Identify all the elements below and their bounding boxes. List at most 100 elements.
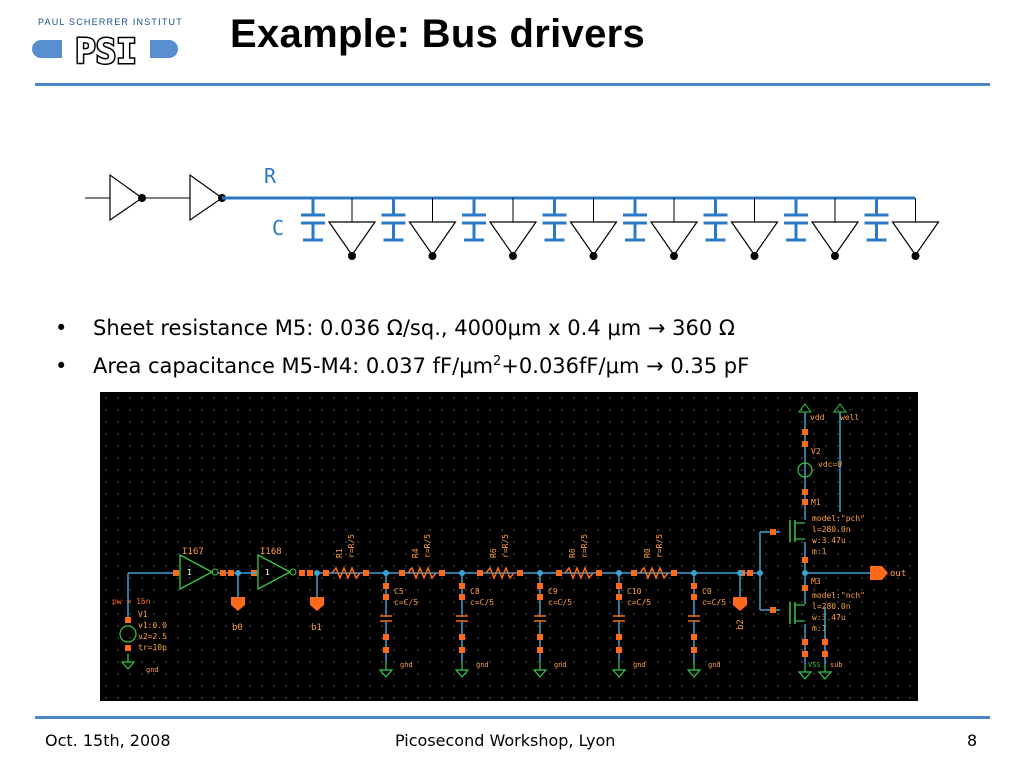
label-c: C [272, 216, 284, 240]
v2-name: V2 [811, 447, 821, 456]
bullet-area-capacitance: • Area capacitance M5-M4: 0.037 fF/μm2+0… [55, 345, 749, 383]
pin [459, 634, 465, 640]
inverter-name: I168 [260, 547, 282, 557]
source-v2: v2=2.5 [138, 632, 167, 641]
pin [459, 583, 465, 589]
receiver-output-dot [509, 252, 517, 260]
cap-name: C10 [627, 587, 642, 596]
pin [596, 570, 602, 576]
receiver-output-dot [831, 252, 839, 260]
pin [691, 634, 697, 640]
inverter-name: I167 [182, 547, 204, 557]
receiver-gate [730, 221, 779, 257]
page-number: 8 [967, 731, 978, 750]
m1-l: l=280.0n [812, 525, 851, 534]
pin [307, 570, 313, 576]
resistor-value: r=R/5 [423, 534, 432, 558]
pin [537, 594, 543, 600]
bullet-dot: • [55, 316, 68, 340]
pin [459, 594, 465, 600]
cap-name: C0 [702, 587, 712, 596]
inverter-icon [257, 553, 292, 591]
pin [556, 570, 562, 576]
pin-b0-label: b0 [232, 623, 243, 633]
pin-b1-label: b1 [311, 623, 322, 633]
bullet-dot: • [55, 354, 68, 378]
resistor-value: r=R/5 [655, 534, 664, 558]
resistor-value: r=R/5 [347, 534, 356, 558]
resistor-name: R1 [335, 548, 344, 558]
inverter-bubble [289, 568, 297, 576]
source-icon [119, 625, 137, 643]
cap-name: C9 [548, 587, 558, 596]
pin [691, 647, 697, 653]
ground-icon [686, 669, 702, 678]
pin [220, 570, 226, 576]
header-rule [35, 83, 990, 86]
pin [363, 570, 369, 576]
out-label: out [890, 569, 906, 579]
receiver-output-dot [750, 252, 759, 260]
bullet-sheet-resistance: • Sheet resistance M5: 0.036 Ω/sq., 4000… [55, 311, 749, 345]
vss-label: VSS [808, 661, 821, 669]
pin [383, 583, 389, 589]
ground-icon [378, 669, 394, 678]
m3-model: model:"nch" [812, 591, 865, 600]
footer-date: Oct. 15th, 2008 [45, 731, 171, 750]
pin [125, 645, 131, 651]
receiver-gate [488, 221, 538, 257]
pin [299, 570, 305, 576]
footer-rule [35, 716, 990, 719]
inverter-icon [179, 553, 214, 591]
resistor-name: R6 [489, 548, 498, 558]
bus-diagram: RC [85, 164, 940, 260]
pin [517, 570, 523, 576]
logo-mark: PSI [75, 32, 136, 72]
receiver-gate [810, 221, 860, 257]
resistor-icon [564, 565, 594, 581]
pin-b0-icon [231, 597, 245, 611]
v2-source-icon [797, 462, 813, 478]
pin [459, 647, 465, 653]
receiver-output-dot [911, 252, 920, 260]
resistor-icon [639, 565, 669, 581]
vdd-label: vdd [810, 413, 825, 422]
pin-b2-icon [733, 597, 747, 611]
ground-icon [120, 661, 136, 670]
pin [802, 489, 808, 495]
pin [323, 570, 329, 576]
resistor-value: r=R/5 [501, 534, 510, 558]
receiver-output-dot [589, 252, 598, 260]
receiver-output-dot [348, 252, 356, 260]
pin [671, 570, 677, 576]
ground-label: gnd [708, 661, 721, 669]
inverter-bubble [211, 568, 219, 576]
ground-label: gnd [633, 661, 646, 669]
resistor-icon [331, 565, 361, 581]
pin [802, 429, 808, 435]
bullet-list: • Sheet resistance M5: 0.036 Ω/sq., 4000… [55, 311, 749, 383]
ground-icon [817, 671, 833, 680]
receiver-output-dot [670, 252, 678, 260]
ground-icon [611, 669, 627, 678]
bullet-text: Sheet resistance M5: 0.036 Ω/sq., 4000μm… [93, 316, 735, 340]
sub-label: sub [830, 661, 843, 669]
out-pin-icon [870, 566, 888, 580]
node-dot [138, 194, 146, 202]
pin [383, 594, 389, 600]
pin [477, 570, 483, 576]
pin [616, 634, 622, 640]
pin [439, 570, 445, 576]
psi-logo: PSI [32, 31, 178, 72]
resistor-name: R0 [643, 548, 652, 558]
pin [399, 570, 405, 576]
pin [616, 583, 622, 589]
pin [631, 570, 637, 576]
ground-label: gnd [146, 666, 159, 674]
cap-name: C5 [394, 587, 404, 596]
v2-value: vdc=U [818, 460, 842, 469]
pin [802, 585, 808, 591]
source-name: V1 [138, 610, 148, 619]
pin [537, 647, 543, 653]
